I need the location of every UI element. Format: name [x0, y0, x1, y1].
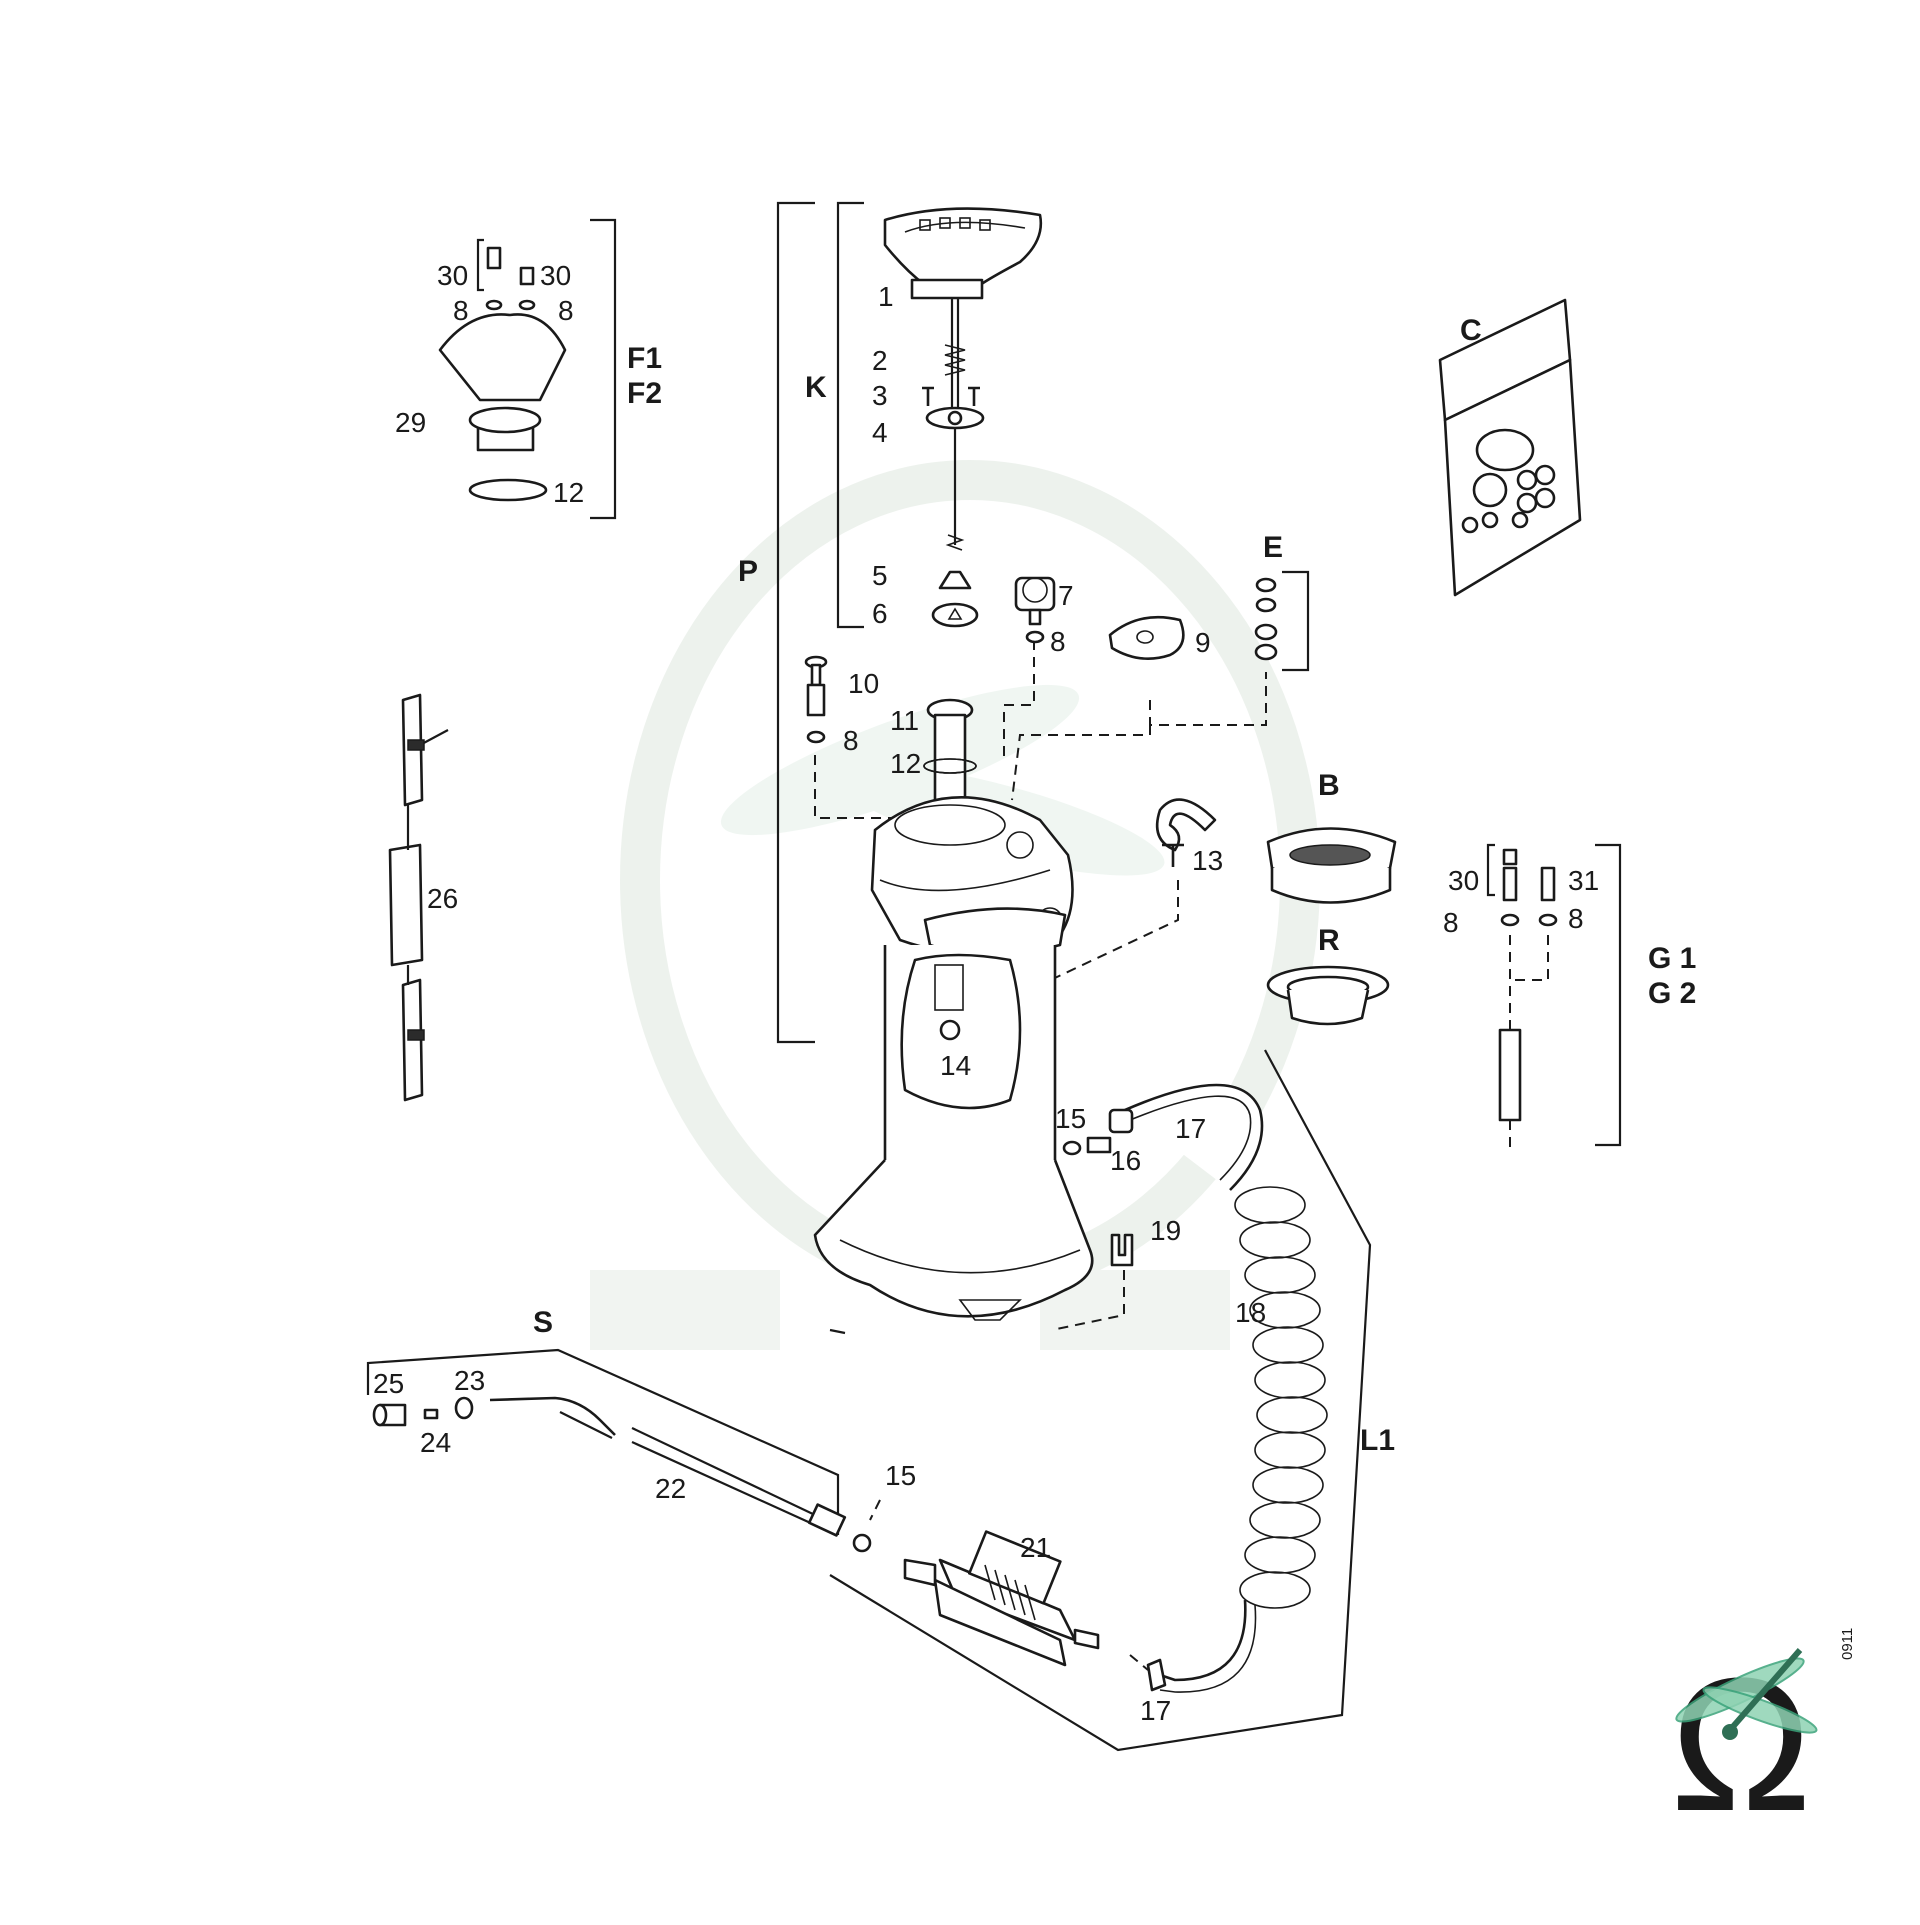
- label-22: 22: [655, 1473, 686, 1504]
- label-1: 1: [878, 281, 894, 312]
- group-label-s: S: [533, 1306, 553, 1339]
- label-8-g-right: 8: [1568, 903, 1584, 934]
- label-17-top: 17: [1175, 1113, 1206, 1144]
- group-brackets: [366, 201, 1622, 1752]
- group-label-l1: L1: [1360, 1424, 1395, 1457]
- safety-valve: [804, 655, 828, 744]
- label-30-f-left: 30: [437, 260, 468, 291]
- pump-handle: [883, 207, 1043, 628]
- spiral-hose: [1124, 1083, 1328, 1693]
- label-14: 14: [940, 1050, 971, 1081]
- label-7: 7: [1058, 580, 1074, 611]
- label-12-f: 12: [553, 477, 584, 508]
- label-6: 6: [872, 598, 888, 629]
- group-label-f1: F1: [627, 342, 662, 375]
- label-31: 31: [1568, 865, 1599, 896]
- assembly-lines: [493, 300, 1549, 1671]
- label-8-g-left: 8: [1443, 907, 1459, 938]
- pressure-gauge: [1014, 576, 1056, 644]
- group-label-e: E: [1263, 531, 1283, 564]
- label-2: 2: [872, 345, 888, 376]
- label-26: 26: [427, 883, 458, 914]
- label-11: 11: [890, 705, 919, 736]
- group-labels: P K F1 F2 C E B R G 1 G 2 S L1: [533, 314, 1696, 1457]
- seal-rings-set: [1254, 577, 1278, 661]
- adapter-ring: [1266, 965, 1390, 1026]
- label-8-f-right: 8: [558, 295, 574, 326]
- filter-ring: [1266, 827, 1397, 904]
- extension-nozzle-assembly: [1498, 848, 1558, 1122]
- mounting-clip: [1155, 798, 1217, 867]
- group-label-g2: G 2: [1648, 977, 1696, 1010]
- group-label-r: R: [1318, 924, 1340, 957]
- hose-clip: [1110, 1233, 1134, 1267]
- label-19: 19: [1150, 1215, 1181, 1246]
- label-24: 24: [420, 1427, 451, 1458]
- label-10: 10: [848, 668, 879, 699]
- label-30-f-right: 30: [540, 260, 571, 291]
- label-9: 9: [1195, 627, 1211, 658]
- omega-dragonfly-logo: Ω: [1670, 1639, 1818, 1851]
- drawing-code: 0911: [1839, 1628, 1856, 1660]
- part-labels: 1 2 3 4 5 6 7 8 9 10 8 11 12 13 14 15 16…: [373, 260, 1599, 1726]
- label-29: 29: [395, 407, 426, 438]
- group-label-k: K: [805, 371, 827, 404]
- label-21: 21: [1020, 1532, 1051, 1563]
- label-25: 25: [373, 1368, 404, 1399]
- label-8-f-left: 8: [453, 295, 469, 326]
- gauge-cover: [1108, 615, 1185, 661]
- label-12-tank: 12: [890, 748, 921, 779]
- label-30-g: 30: [1448, 865, 1479, 896]
- hose-fittings: [1062, 1108, 1167, 1692]
- label-4: 4: [872, 417, 888, 448]
- label-13: 13: [1192, 845, 1223, 876]
- group-label-c: C: [1460, 314, 1482, 347]
- o-ring: [923, 758, 977, 774]
- lance-nozzle: [372, 1396, 474, 1427]
- label-15-fitting: 15: [1055, 1103, 1086, 1134]
- label-5: 5: [872, 560, 888, 591]
- pressure-tank: [813, 698, 1094, 1335]
- trigger-valve: [903, 1530, 1100, 1667]
- label-8-gauge: 8: [1050, 626, 1066, 657]
- label-18: 18: [1235, 1297, 1266, 1328]
- group-label-f2: F2: [627, 377, 662, 410]
- label-15-lance: 15: [885, 1460, 916, 1491]
- label-8-valve: 8: [843, 725, 859, 756]
- label-3: 3: [872, 380, 888, 411]
- group-label-b: B: [1318, 769, 1340, 802]
- group-label-p: P: [738, 555, 758, 588]
- spray-lance: [489, 1396, 872, 1553]
- group-label-g1: G 1: [1648, 942, 1696, 975]
- spare-parts-card: [1438, 298, 1582, 597]
- carrying-strap: [388, 693, 449, 1102]
- nozzle-assembly: [438, 246, 567, 502]
- label-23: 23: [454, 1365, 485, 1396]
- label-16: 16: [1110, 1145, 1141, 1176]
- label-17-bottom: 17: [1140, 1695, 1171, 1726]
